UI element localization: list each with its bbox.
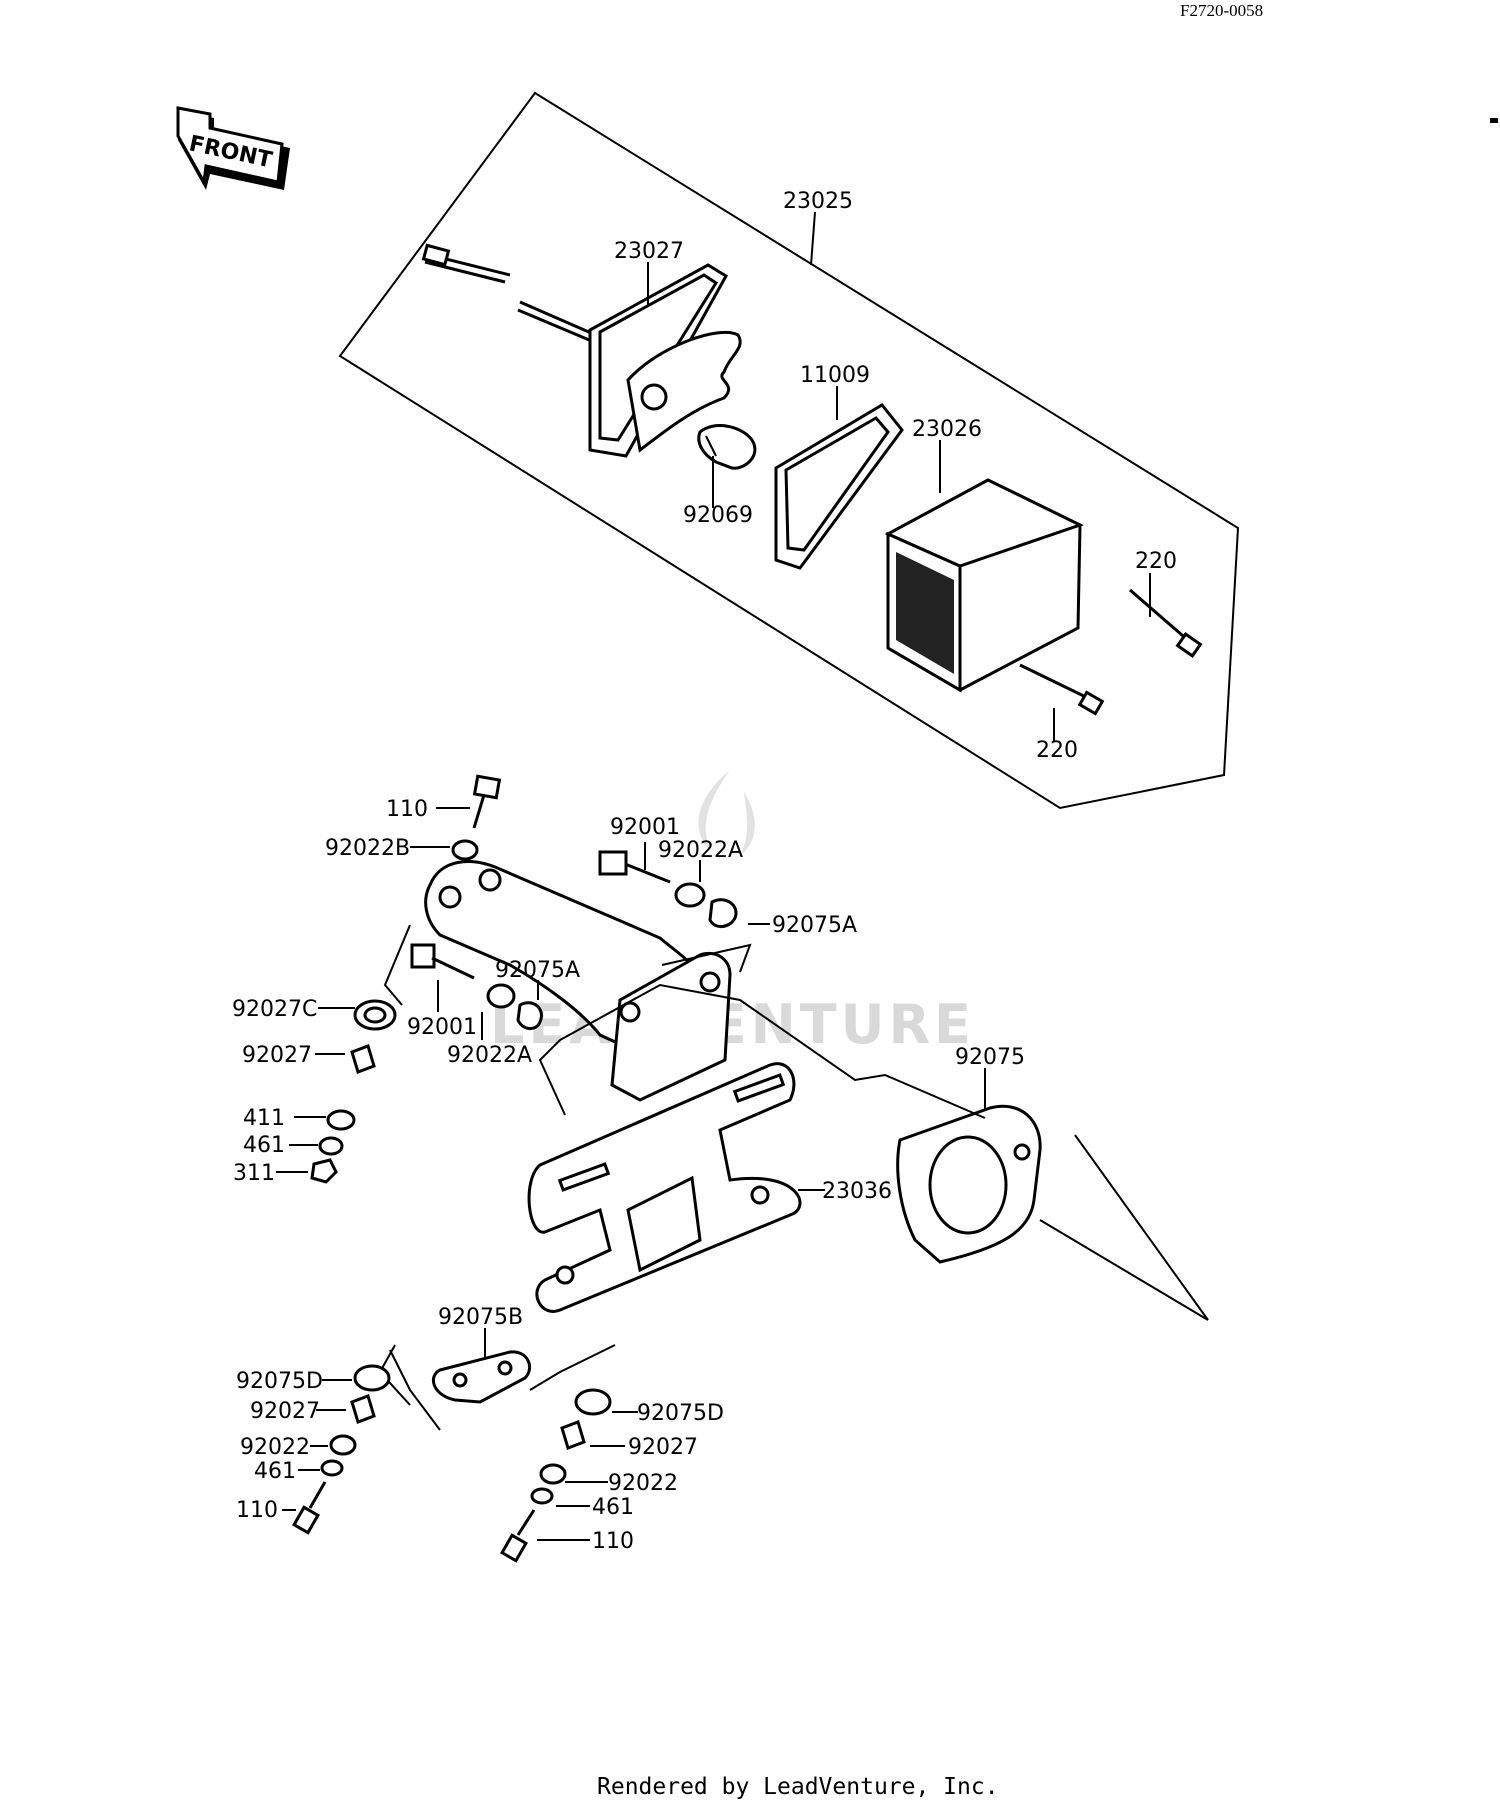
- lower-left-stack: [292, 1364, 391, 1535]
- reflector-housing: [896, 1104, 1042, 1264]
- label-92022A-upper: 92022A: [658, 838, 743, 863]
- screw-upper: [1129, 588, 1203, 658]
- label-92027-lower-left: 92027: [250, 1399, 320, 1424]
- callouts: [276, 211, 1151, 1541]
- left-fastener-stack: [310, 999, 397, 1184]
- bolt-92001-middle: [410, 943, 543, 1030]
- screw-lower: [1019, 663, 1105, 716]
- label-92075B: 92075B: [438, 1305, 523, 1330]
- wire-harness: [421, 243, 599, 344]
- lower-plate: [431, 1350, 531, 1404]
- connection-lines: [378, 924, 1209, 1431]
- label-92027C: 92027C: [232, 997, 317, 1022]
- lamp-base: [588, 263, 742, 458]
- label-110-top: 110: [386, 797, 428, 822]
- label-92075A-right: 92075A: [772, 913, 857, 938]
- label-92069: 92069: [683, 503, 753, 528]
- label-23036: 23036: [822, 1179, 892, 1204]
- label-92001-upper: 92001: [610, 815, 680, 840]
- diagram-code: F2720-0058: [1180, 1, 1263, 20]
- label-92027-right: 92027: [628, 1435, 698, 1460]
- lens: [884, 478, 1084, 693]
- label-23027: 23027: [614, 239, 684, 264]
- bolt-92001-upper: [598, 850, 738, 928]
- label-220-upper: 220: [1135, 549, 1177, 574]
- label-92075D-left: 92075D: [236, 1369, 323, 1394]
- label-110-left: 110: [236, 1498, 278, 1523]
- label-461-left: 461: [243, 1133, 285, 1158]
- gasket: [774, 403, 904, 570]
- label-411: 411: [243, 1106, 285, 1131]
- label-23026: 23026: [912, 417, 982, 442]
- mount-bracket: [610, 952, 732, 1102]
- bolt-110-top: [451, 774, 502, 861]
- label-92022-right: 92022: [608, 1471, 678, 1496]
- label-92075D-right: 92075D: [637, 1401, 724, 1426]
- front-arrow: FRONT: [176, 106, 290, 190]
- label-92075: 92075: [955, 1045, 1025, 1070]
- label-92027-left: 92027: [242, 1043, 312, 1068]
- watermark-text: LEADVENTURE: [490, 993, 975, 1056]
- label-220-lower: 220: [1036, 738, 1078, 763]
- footer-credit: Rendered by LeadVenture, Inc.: [597, 1774, 999, 1800]
- label-92022-left: 92022: [240, 1435, 310, 1460]
- label-92022A-middle: 92022A: [447, 1043, 532, 1068]
- label-461-right: 461: [592, 1495, 634, 1520]
- label-92075A-middle: 92075A: [495, 958, 580, 983]
- label-92001-middle: 92001: [407, 1015, 477, 1040]
- label-92022B: 92022B: [325, 836, 410, 861]
- bulb: [697, 424, 757, 470]
- label-23025: 23025: [783, 189, 853, 214]
- label-461-lower-left: 461: [254, 1459, 296, 1484]
- label-110-right: 110: [592, 1529, 634, 1554]
- license-plate-bracket: [527, 1062, 802, 1313]
- label-311: 311: [233, 1161, 275, 1186]
- corner-mark: [1490, 118, 1498, 123]
- taillight-assembly-outline: [338, 91, 1240, 810]
- lower-right-stack: [500, 1388, 612, 1563]
- label-11009: 11009: [800, 363, 870, 388]
